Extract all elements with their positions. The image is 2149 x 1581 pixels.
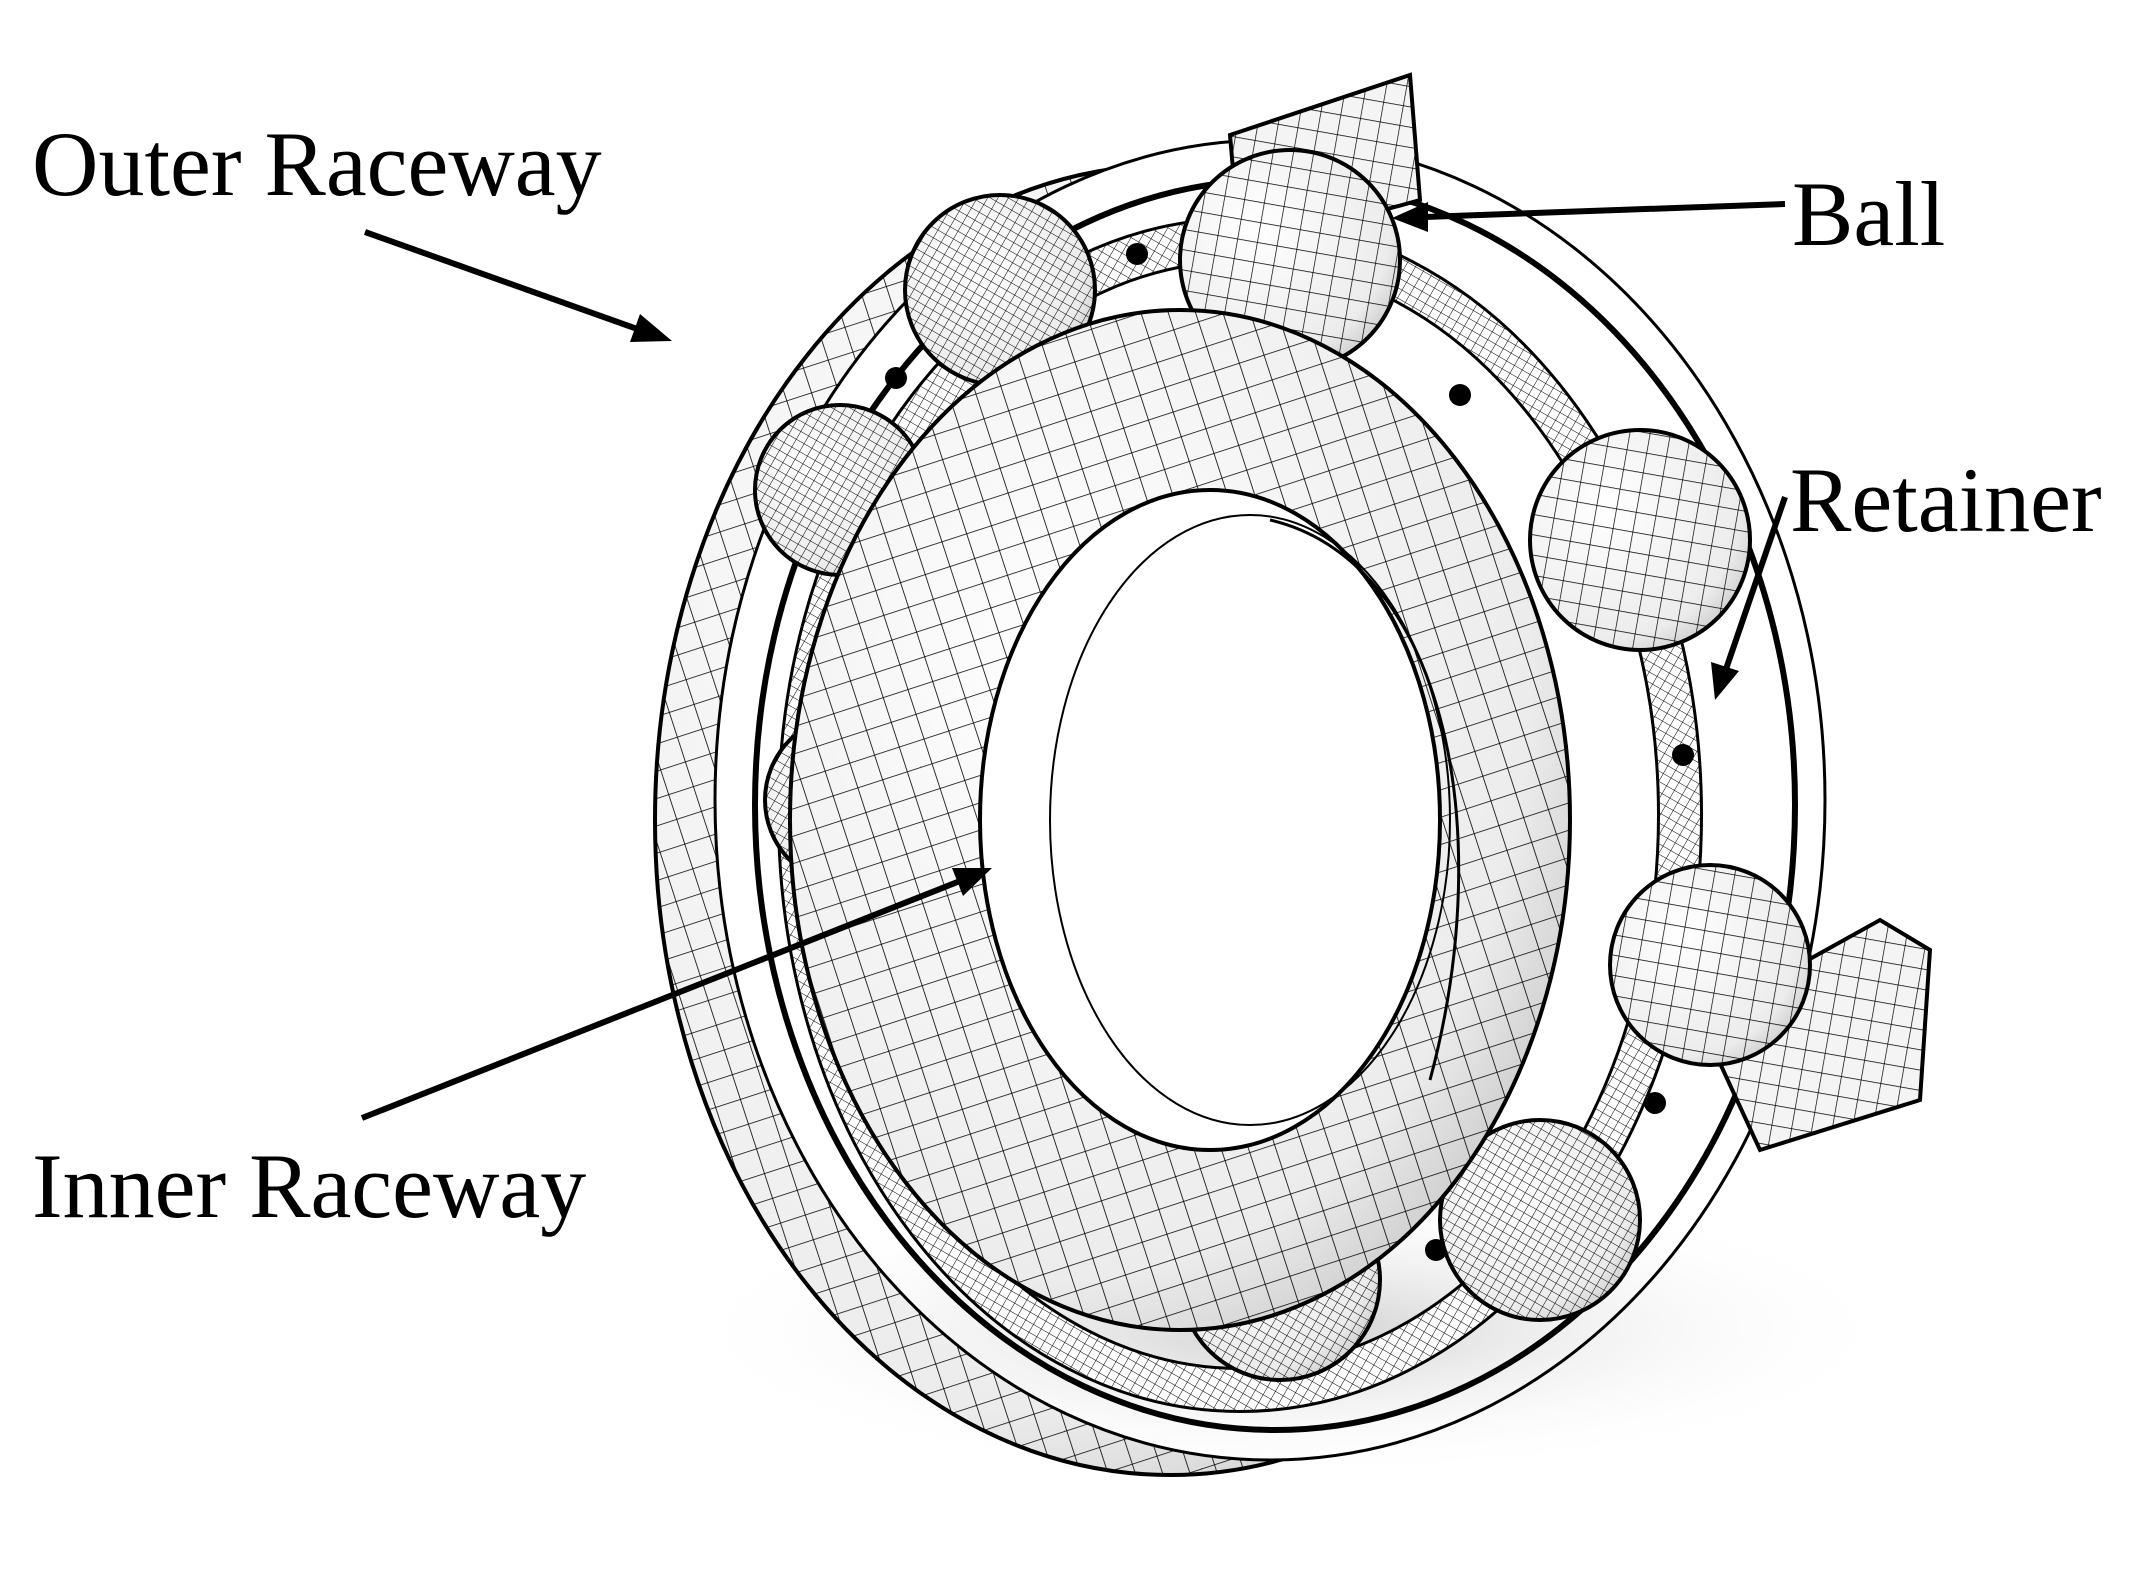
retainer-rivet bbox=[1126, 243, 1148, 265]
arrow-ball bbox=[1392, 201, 1786, 232]
ball bbox=[1608, 863, 1812, 1067]
ball bbox=[1438, 1118, 1642, 1322]
ball-label: Ball bbox=[1792, 163, 1946, 265]
retainer-rivet bbox=[1449, 384, 1471, 406]
ball bbox=[903, 193, 1097, 387]
inner-raceway bbox=[788, 308, 1572, 1332]
arrow-outer-raceway bbox=[363, 229, 672, 342]
retainer-rivet bbox=[885, 367, 907, 389]
outer-raceway-label: Outer Raceway bbox=[32, 113, 602, 215]
leader-arrows bbox=[360, 201, 1788, 1121]
arrow-retainer bbox=[1711, 496, 1788, 700]
arrow-inner-raceway bbox=[360, 868, 992, 1121]
ball bbox=[1528, 428, 1752, 652]
retainer-rivet bbox=[1672, 744, 1694, 766]
inner-raceway-label: Inner Raceway bbox=[32, 1135, 587, 1237]
retainer-rivet bbox=[1644, 1092, 1666, 1114]
retainer-label: Retainer bbox=[1790, 449, 2102, 551]
